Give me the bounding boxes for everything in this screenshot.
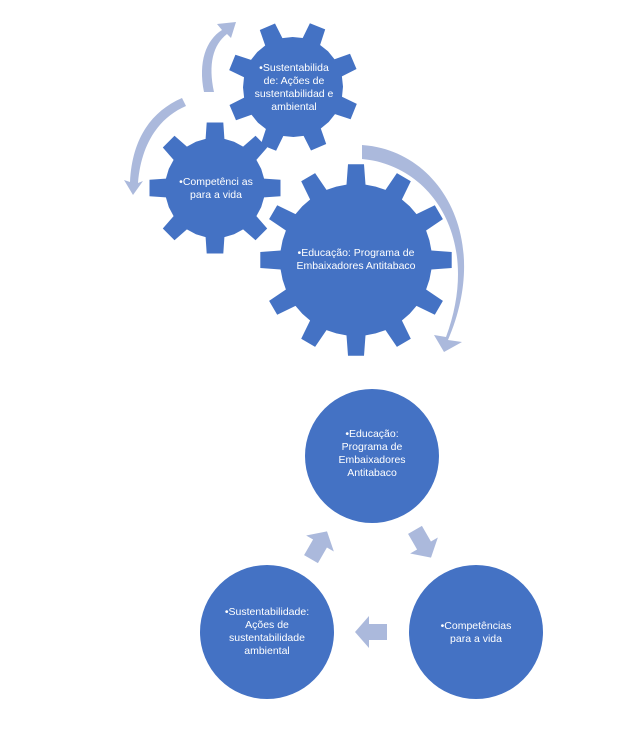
cycle-node-bottom-right-circle (409, 565, 543, 699)
cycle-arrow-top-to-right (408, 525, 438, 558)
cycle-node-bottom-left-label: •Sustentabilidade: Ações de sustentabili… (224, 606, 310, 657)
cycle-node-top-label: •Educação: Programa de Embaixadores Anti… (338, 428, 406, 479)
cycle-node-bottom-left-circle (200, 565, 334, 699)
gear-small-top-label: •Sustentabilida de: Ações de sustentabil… (254, 62, 334, 113)
gear-small-left-label: •Competênci as para a vida (179, 176, 253, 201)
gear-small-top-shape (229, 23, 357, 151)
curved-arrow-right (362, 145, 465, 352)
curved-arrow-left (124, 98, 186, 195)
cycle-arrow-left-to-top (304, 531, 334, 564)
gear-small-left-shape (149, 122, 281, 254)
cycle-arrow-right-to-left (355, 616, 387, 648)
gear-small-left (149, 122, 281, 254)
curved-arrow-top (202, 22, 236, 92)
cycle-node-bottom-right-label: •Competências para a vida (440, 620, 512, 645)
gear-large-label: •Educação: Programa de Embaixadores Anti… (296, 247, 416, 272)
gear-large-shape (260, 164, 452, 356)
gear-large (260, 164, 452, 356)
cycle-node-top-circle (305, 389, 439, 523)
gear-small-top (229, 23, 357, 151)
